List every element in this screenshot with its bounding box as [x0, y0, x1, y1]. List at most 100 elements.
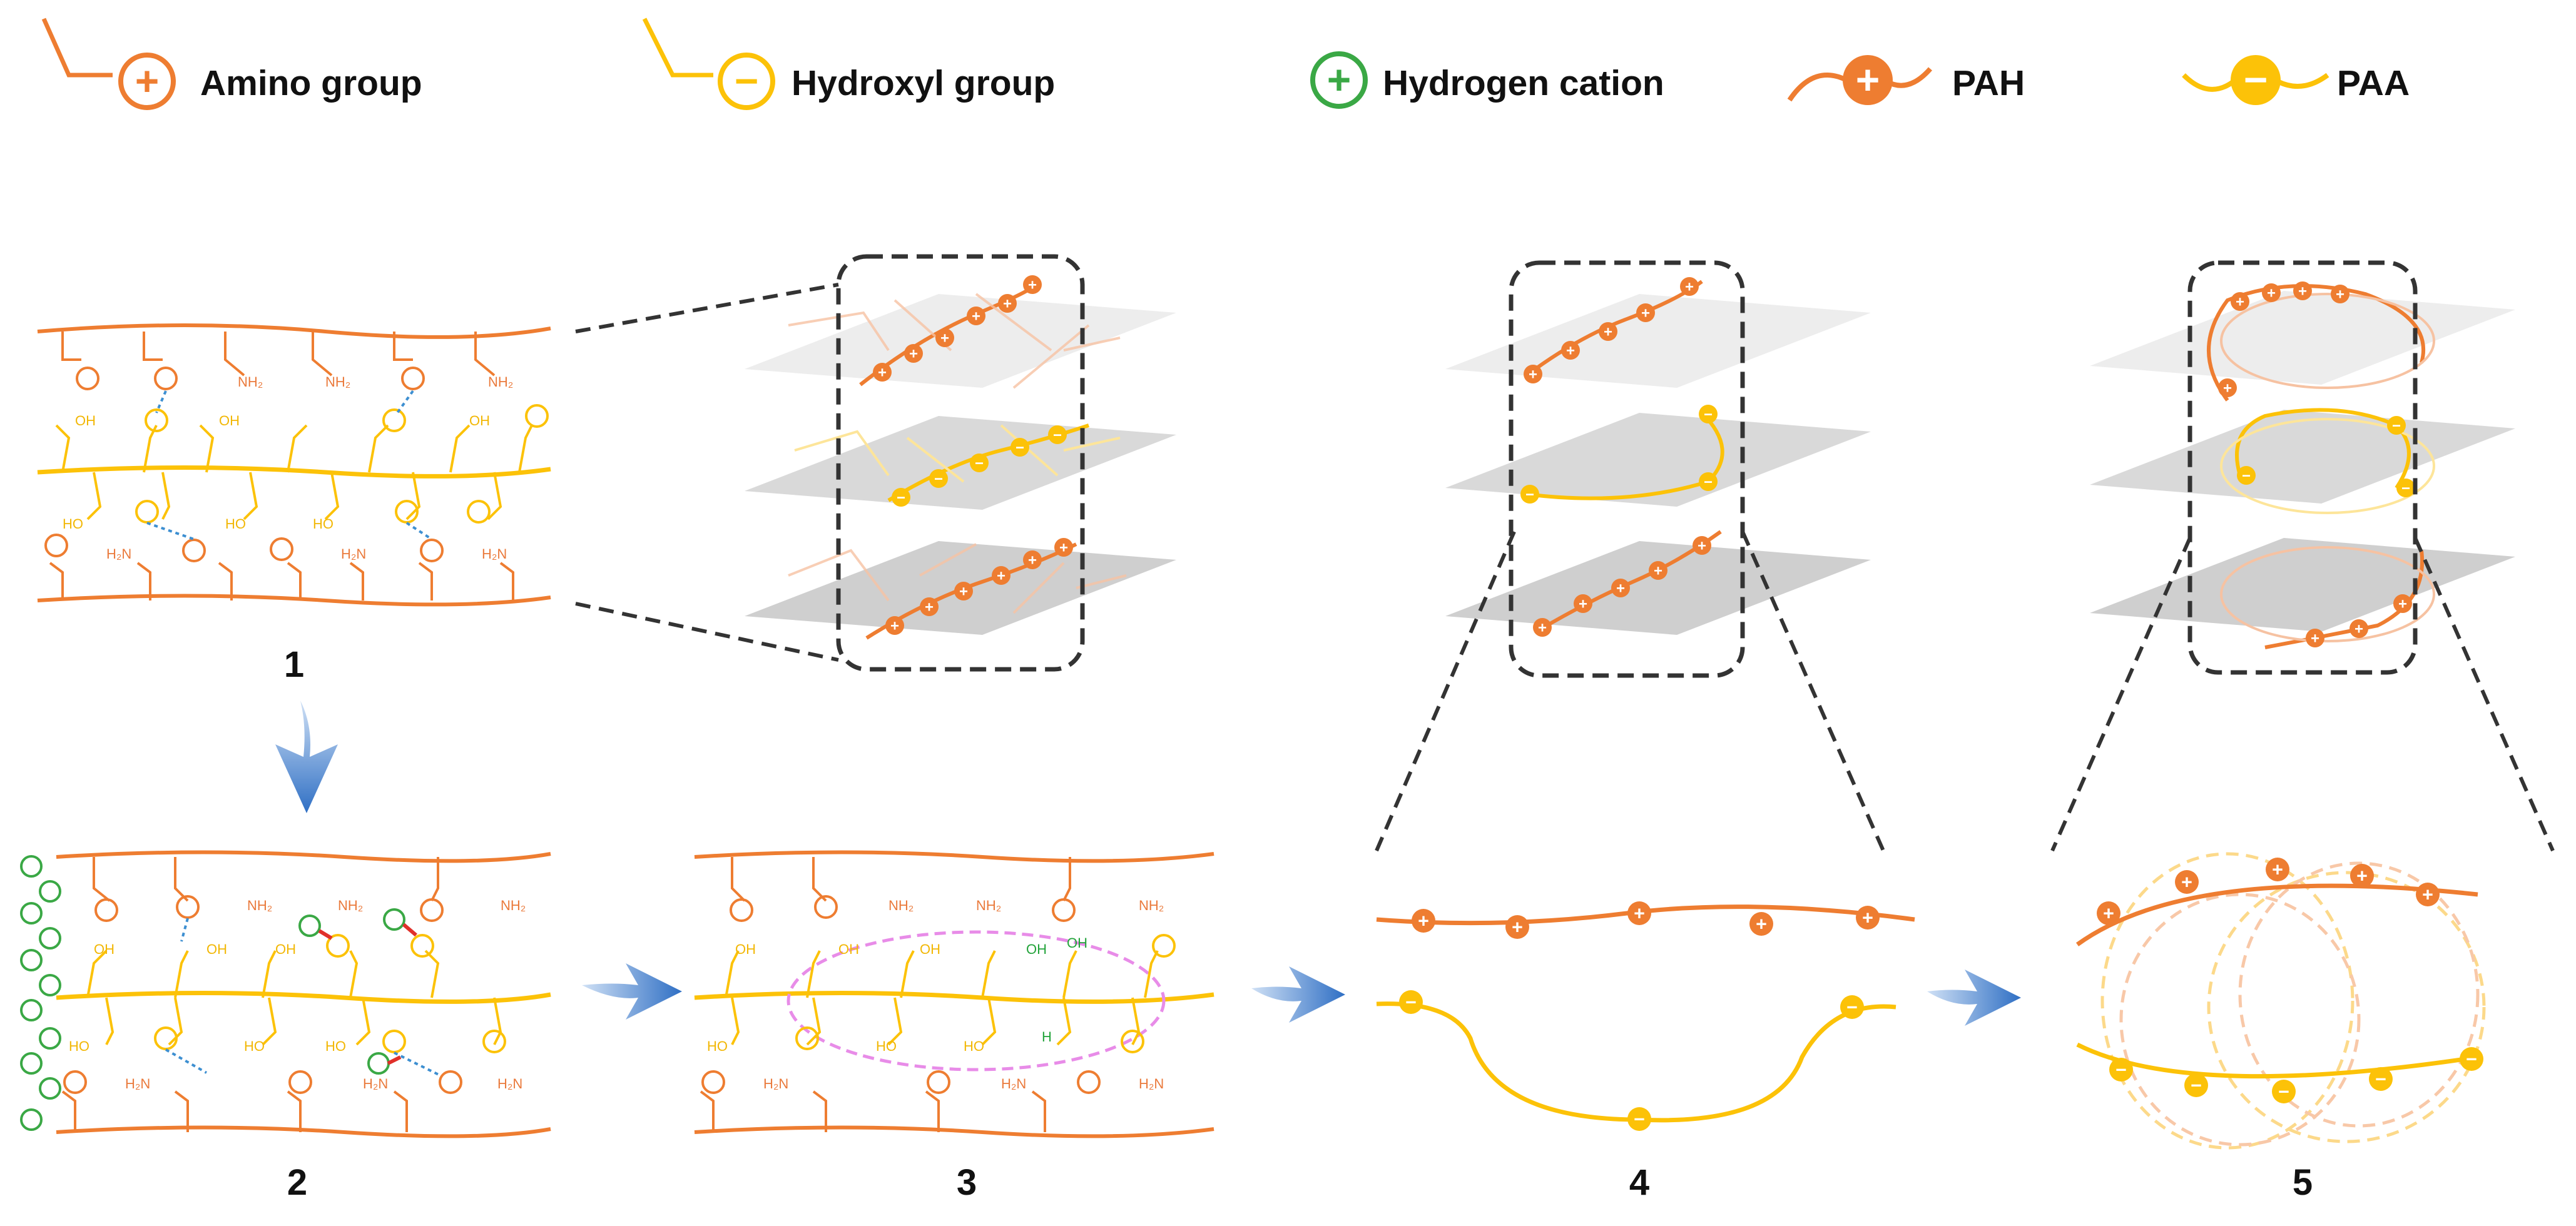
- legend-paa: − PAA: [2182, 55, 2410, 105]
- pah-charges: +++++: [2097, 858, 2440, 925]
- minus-charge-icon: −: [2242, 467, 2251, 484]
- legend-pah-label: PAH: [1952, 63, 2025, 103]
- pah-strand: [865, 542, 1077, 640]
- zoom-box: [836, 254, 1085, 672]
- plus-charge-icon: +: [1529, 366, 1537, 383]
- plus-charge-icon: +: [1698, 537, 1706, 554]
- legend-hydroxyl-label: Hydroxyl group: [792, 63, 1055, 103]
- paa-strand: [1526, 411, 1724, 500]
- ho-label: HO: [313, 516, 333, 532]
- ho-label: HO: [69, 1038, 89, 1054]
- oh-label: OH: [75, 413, 96, 428]
- minus-charge-icon: −: [2392, 417, 2401, 434]
- plus-charge-icon: +: [1418, 910, 1429, 931]
- arrow-2-to-3: [582, 963, 682, 1020]
- oh-label: OH: [735, 941, 756, 957]
- ho-label: HO: [244, 1038, 265, 1054]
- faded-network-yellow: [794, 424, 1121, 483]
- plus-charge-icon: +: [2236, 293, 2244, 310]
- plus-charge-icon: +: [1862, 907, 1873, 928]
- zoom-box: [1509, 260, 1745, 678]
- plus-charge-icon: +: [2272, 859, 2283, 880]
- layer-stack-b: ++++++++++ −−−: [1445, 260, 1871, 678]
- plane-middle: [1445, 413, 1871, 507]
- plus-charge-icon: +: [2398, 595, 2407, 612]
- faded-network: [788, 293, 1127, 614]
- minus-charge-icon: −: [897, 489, 905, 506]
- plus-charge-icon: +: [1641, 305, 1650, 322]
- legend-hydroxyl: − Hydroxyl group: [642, 18, 1055, 110]
- panel-1-hbonds: [146, 390, 433, 540]
- plus-charge-icon: +: [1028, 276, 1037, 293]
- minus-charge-icon: −: [975, 455, 984, 472]
- plus-charge-icon: +: [2355, 621, 2363, 637]
- arrow-3-to-4: [1251, 966, 1345, 1023]
- minus-charge-icon: −: [2278, 1081, 2289, 1102]
- paa-loop: [2235, 408, 2411, 489]
- plus-charge-icon: +: [2298, 283, 2307, 300]
- minus-charge-icon: −: [1016, 439, 1024, 456]
- pah-chain: [1376, 904, 1915, 926]
- ho-label: HO: [707, 1038, 728, 1054]
- minus-charge-icon: −: [2115, 1059, 2127, 1080]
- panel-1-side-groups: [44, 332, 549, 600]
- ho-label: HO: [225, 516, 246, 532]
- nh2-label: NH₂: [325, 374, 350, 390]
- plane-top: [2090, 291, 2515, 385]
- h2n-label: H₂N: [497, 1076, 522, 1092]
- layer-stack-c: ++++++++ −−−: [2090, 260, 2515, 675]
- legend-amino: + Amino group: [41, 18, 422, 110]
- plus-charge-icon: +: [972, 308, 980, 325]
- pah-plus-icon: [1843, 55, 1893, 105]
- plus-charge-icon: +: [2311, 630, 2319, 647]
- legend: + Amino group − Hydroxyl group + Hydroge…: [41, 18, 2410, 110]
- nh2-label: NH₂: [1139, 898, 1164, 913]
- oh-label: OH: [275, 941, 296, 957]
- pah-strand: [1535, 530, 1722, 634]
- paa-backbone: [37, 465, 551, 479]
- pah-backbone-bottom: [694, 1125, 1214, 1138]
- amino-plus-icon: [118, 53, 176, 110]
- oh-label: OH: [219, 413, 240, 428]
- zoom-lines-lower: [1375, 530, 2555, 852]
- pah-charges: ++++++++: [2218, 281, 2412, 647]
- h2n-label: H₂N: [1139, 1076, 1164, 1092]
- plus-charge-icon: +: [2422, 884, 2433, 905]
- oh-label: OH: [469, 413, 490, 428]
- plus-charge-icon: +: [959, 583, 968, 600]
- plane-top: [745, 294, 1176, 388]
- plus-charge-icon: +: [1538, 619, 1547, 636]
- plus-charge-icon: +: [2181, 871, 2192, 893]
- minus-charge-icon: −: [2375, 1068, 2386, 1090]
- minus-charge-icon: −: [1525, 486, 1534, 503]
- nh2-label: NH₂: [488, 374, 513, 390]
- arrow-1-to-2: [275, 701, 338, 813]
- paa-arc: [2076, 1042, 2478, 1079]
- pah-strand: [1525, 280, 1703, 377]
- legend-hydrogen: + Hydrogen cation: [1310, 51, 1664, 109]
- minus-charge-icon: −: [2401, 480, 2410, 497]
- process-arrows: [275, 701, 2021, 1026]
- plus-charge-icon: +: [1059, 539, 1068, 556]
- plus-charge-icon: +: [1512, 916, 1523, 938]
- nh2-label: NH₂: [338, 898, 363, 913]
- paa-charges: −−−: [1399, 990, 1864, 1131]
- paa-chain-icon: [2182, 73, 2329, 92]
- h2n-label: H₂N: [1001, 1076, 1026, 1092]
- h2n-label: H₂N: [106, 546, 131, 562]
- ho-label: HO: [325, 1038, 346, 1054]
- layer-stack-a: ++++++++++++ −−−−−: [745, 254, 1176, 672]
- pah-loop: [2264, 550, 2425, 649]
- plus-charge-icon: +: [1654, 562, 1662, 579]
- plus-charge-icon: +: [1616, 580, 1625, 597]
- h2n-label: H₂N: [763, 1076, 788, 1092]
- plus-charge-icon: +: [2103, 903, 2114, 924]
- plus-charge-icon: +: [2223, 380, 2232, 397]
- proton-transfer-arrows: [318, 923, 417, 1065]
- ho-label: HO: [964, 1038, 984, 1054]
- panel-3-label: 3: [957, 1162, 977, 1203]
- panel-2-label: 2: [287, 1162, 307, 1203]
- hydroxyl-minus-icon: [718, 53, 775, 110]
- plus-charge-icon: +: [2336, 286, 2344, 303]
